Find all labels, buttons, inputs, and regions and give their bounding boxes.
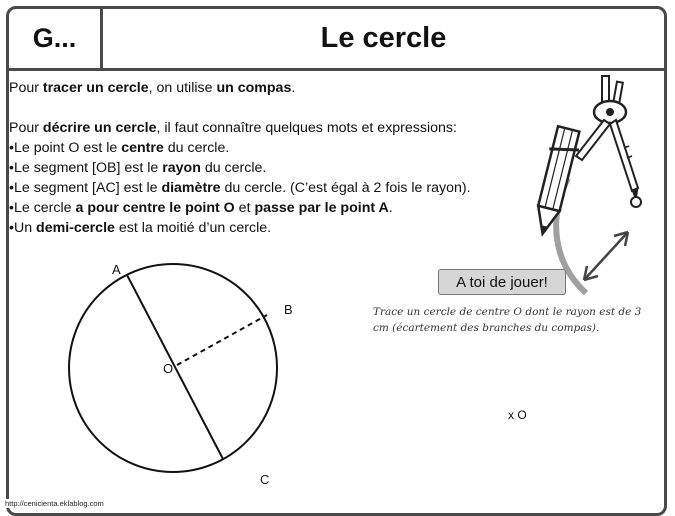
- diameter-ac: [126, 274, 224, 460]
- list-item: •Le cercle a pour centre le point O et p…: [9, 200, 393, 216]
- double-arrow-icon: [582, 230, 630, 282]
- intro-line: Pour tracer un cercle, on utilise un com…: [9, 80, 296, 96]
- circle-outline: [68, 263, 278, 473]
- radius-ob: [176, 314, 268, 366]
- list-item: •Le segment [OB] est le rayon du cercle.: [9, 160, 267, 176]
- lesson-text: Pour tracer un cercle, on utilise un com…: [9, 78, 529, 238]
- level-label: G...: [9, 9, 103, 68]
- play-button[interactable]: A toi de jouer!: [438, 269, 566, 295]
- exercise-instruction: Trace un cercle de centre O dont le rayo…: [373, 306, 642, 334]
- center-point-marker: x O: [508, 408, 527, 422]
- list-item: •Un demi-cercle est la moitié d’un cercl…: [9, 220, 272, 236]
- point-o-label: O: [163, 361, 173, 376]
- circle-diagram: A B C O: [68, 262, 293, 487]
- point-a-label: A: [112, 262, 121, 277]
- header-bar: G... Le cercle: [9, 9, 664, 71]
- point-b-label: B: [284, 302, 293, 317]
- list-item: •Le point O est le centre du cercle.: [9, 140, 230, 156]
- lesson-card: G... Le cercle: [6, 6, 667, 516]
- point-c-label: C: [260, 472, 269, 487]
- page-title: Le cercle: [320, 22, 447, 54]
- source-url: http://cenicienta.eklablog.com: [3, 499, 106, 508]
- list-item: •Le segment [AC] est le diamètre du cerc…: [9, 180, 471, 196]
- describe-line: Pour décrire un cercle, il faut connaîtr…: [9, 120, 457, 136]
- compass-icon: [536, 75, 642, 296]
